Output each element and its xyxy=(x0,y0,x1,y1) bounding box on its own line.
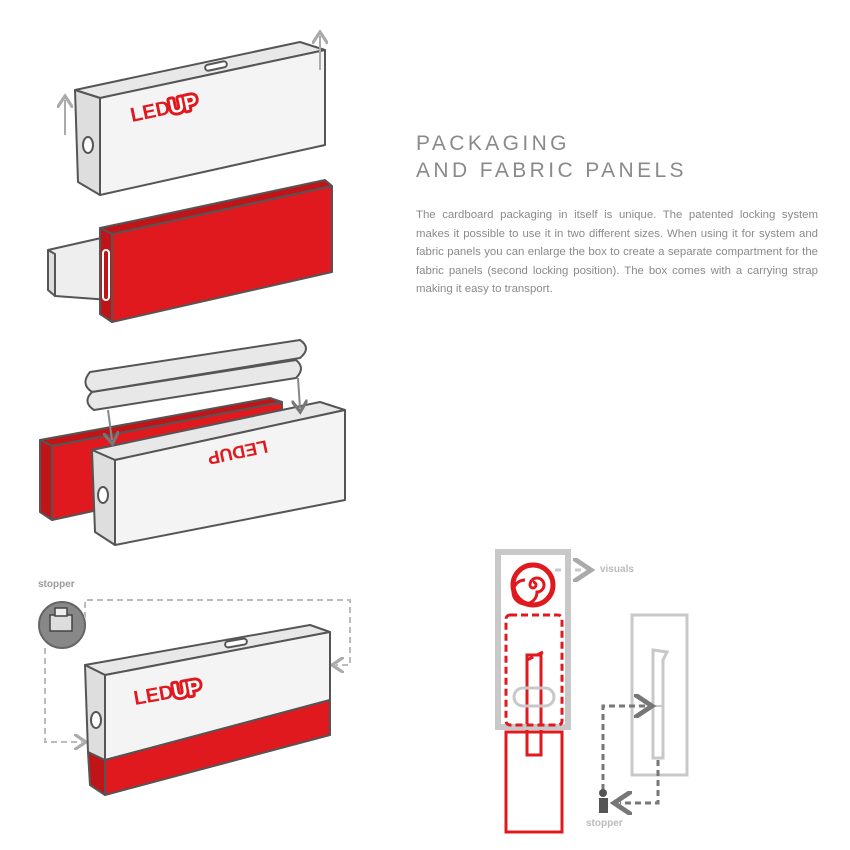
closed-box: LEDUP xyxy=(74,41,326,196)
page-title: PACKAGING AND FABRIC PANELS xyxy=(416,130,687,184)
description-text: The cardboard packaging in itself is uni… xyxy=(416,209,818,295)
box-with-stopper: LEDUP xyxy=(84,624,331,796)
title-line-1: PACKAGING xyxy=(416,132,570,155)
box-with-fabric-rolls: LEDUP xyxy=(39,339,346,546)
stopper-label: stopper xyxy=(38,579,75,590)
arrow-down-icon xyxy=(298,377,300,408)
stopper-label-right: stopper xyxy=(586,818,623,829)
title-line-2: AND FABRIC PANELS xyxy=(416,159,687,182)
opened-box xyxy=(47,179,333,323)
stopper-pin-icon xyxy=(599,789,608,813)
fabric-roll-icon xyxy=(510,562,556,608)
arrow-down-icon xyxy=(108,409,112,440)
visuals-label: visuals xyxy=(600,564,634,575)
stopper-icon xyxy=(38,601,86,649)
box-section-diagram xyxy=(495,549,689,834)
